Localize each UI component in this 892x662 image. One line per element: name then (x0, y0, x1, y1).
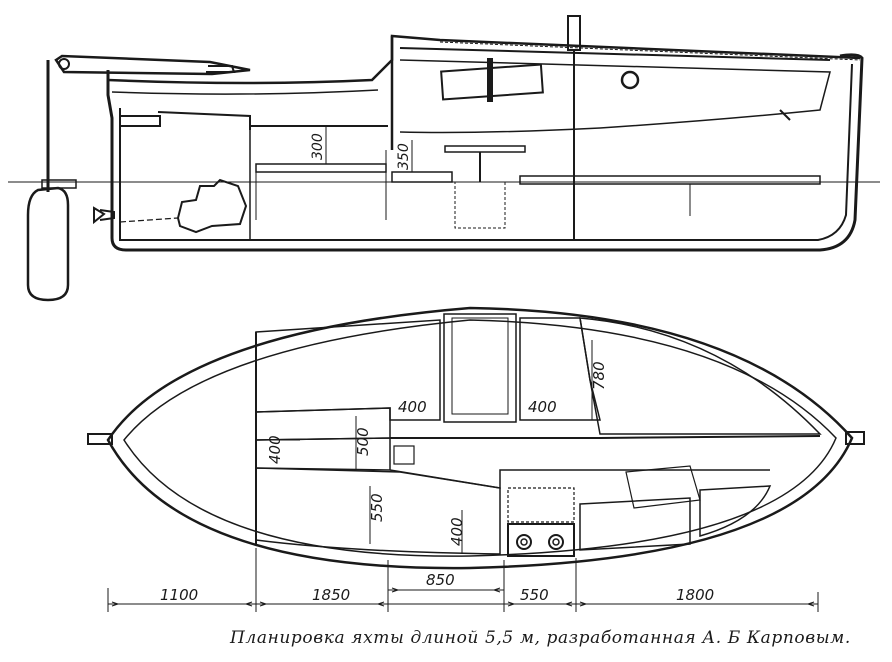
dim-overall-3: 850 (426, 571, 455, 589)
dim-fore-berth-right: 400 (528, 398, 557, 416)
dim-fore-berth-length: 780 (590, 361, 608, 390)
overall-dimension-chain: 1100 1850 850 550 1800 (107, 548, 819, 612)
engine (176, 178, 248, 234)
dim-fore-berth-left: 400 (398, 398, 427, 416)
rudder (26, 186, 70, 302)
berth-fore-right (519, 317, 601, 421)
dim-berth-height: 300 (310, 133, 326, 160)
plan-view: 400 400 780 400 500 550 400 (87, 306, 865, 570)
figure-caption: Планировка яхты длиной 5,5 м, разработан… (230, 628, 851, 648)
dim-galley-seat-width: 400 (448, 517, 466, 546)
dim-aft-berth-length: 550 (368, 493, 386, 522)
hull-plan (106, 306, 854, 570)
hatched-locker (579, 497, 691, 551)
stove-burner-left-icon (516, 534, 532, 550)
dim-seat-height: 350 (396, 143, 412, 170)
berth-aft (255, 467, 501, 555)
dim-overall-2: 1850 (312, 586, 350, 604)
dim-aft-bench-width: 400 (266, 435, 284, 464)
stove-burner-right-icon (548, 534, 564, 550)
dim-overall-4: 550 (520, 586, 549, 604)
dim-overall-5: 1800 (676, 586, 714, 604)
berth-bow (579, 317, 822, 435)
propeller (93, 206, 115, 225)
dim-overall-1: 1100 (160, 586, 198, 604)
hull-side (106, 53, 864, 252)
galley-cabinet (507, 487, 575, 523)
stove (507, 523, 575, 557)
dim-aft-bench-length: 500 (354, 427, 372, 456)
tiller (54, 54, 251, 76)
side-elevation: 300 350 (8, 15, 880, 302)
